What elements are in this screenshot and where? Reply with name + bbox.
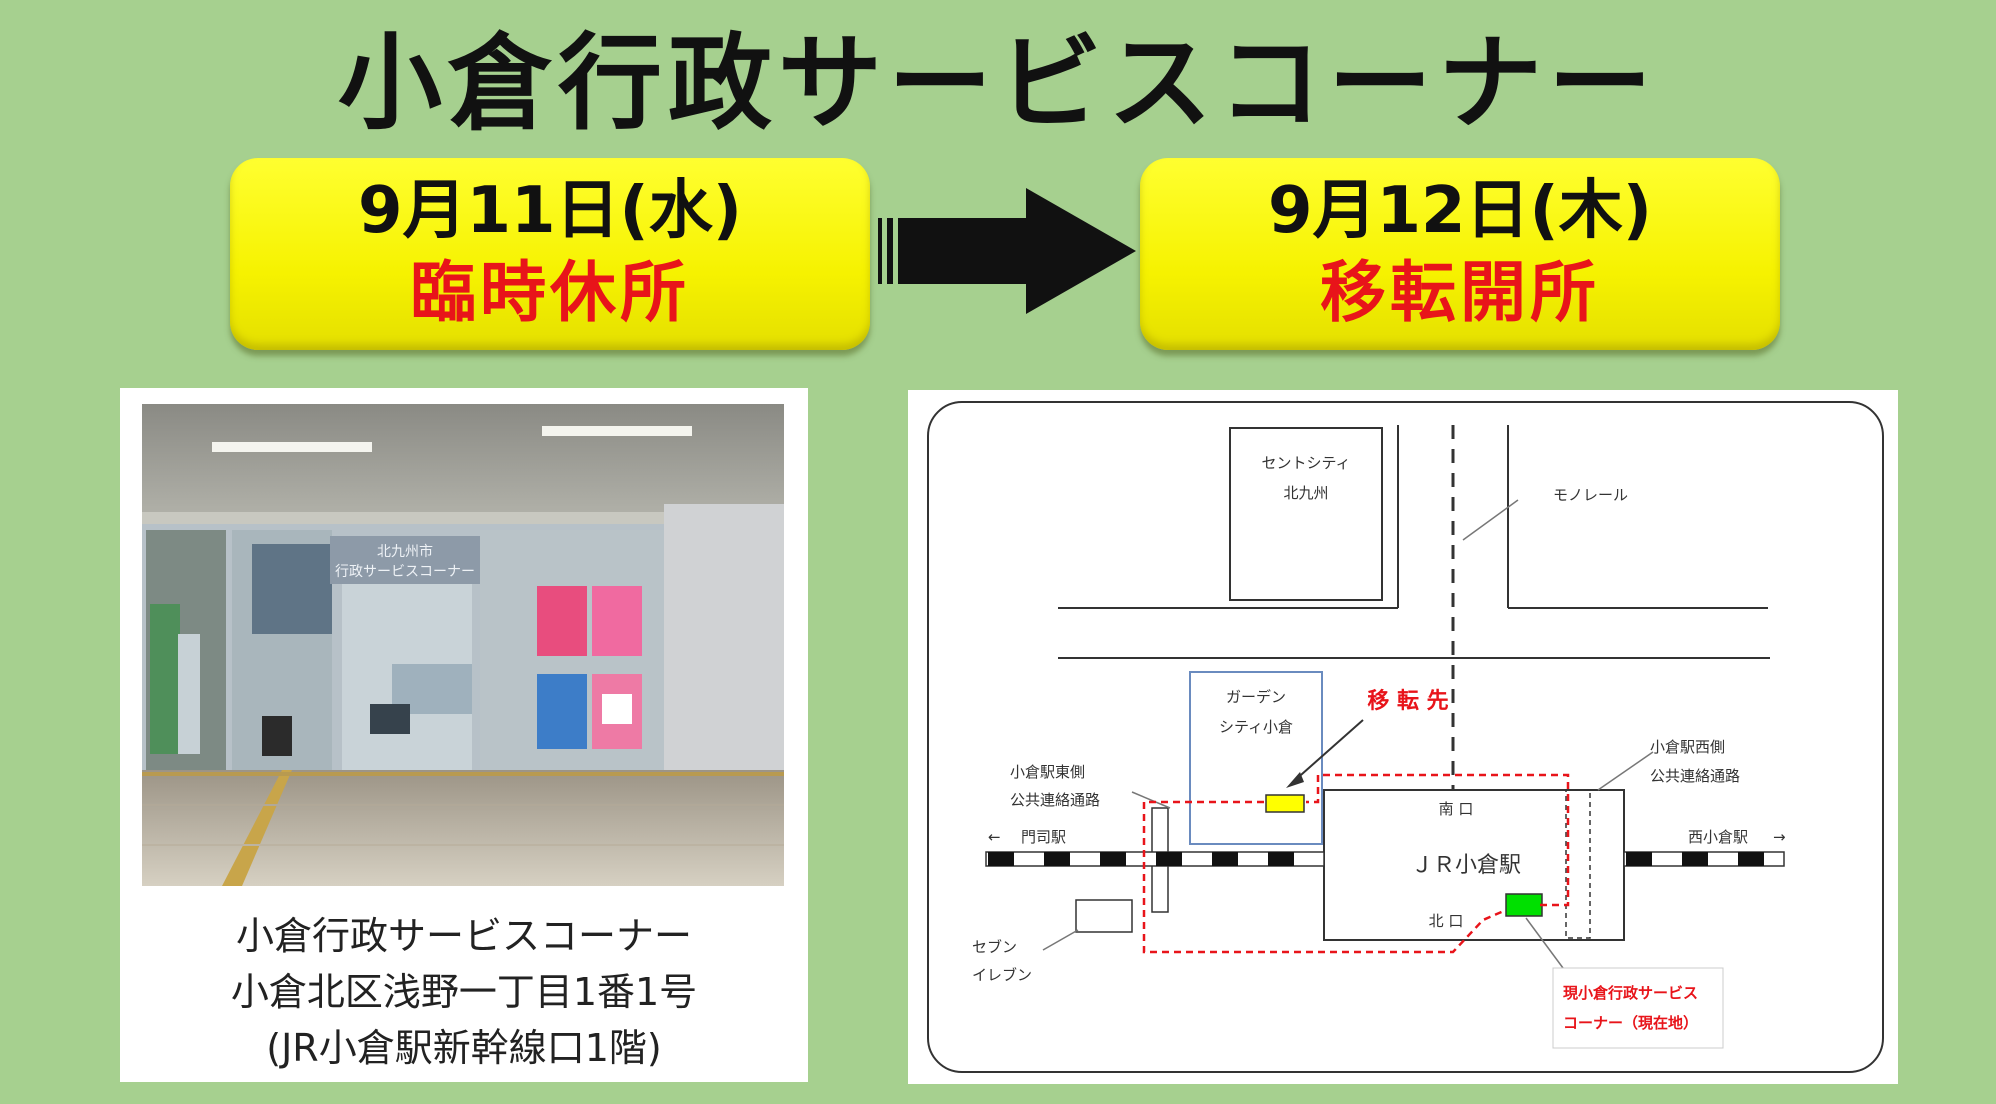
west-direction-icon: ←	[988, 828, 1001, 846]
office-sign-line1: 北九州市	[377, 543, 433, 560]
map-label-public-passage-east: 公共連絡通路	[1010, 791, 1100, 809]
office-sign-line2: 行政サービスコーナー	[335, 564, 475, 580]
map-label-east-passage: 小倉駅東側	[1010, 763, 1085, 781]
map-label-monorail: モノレール	[1553, 486, 1628, 504]
map-label-station: ＪＲ小倉駅	[1411, 853, 1521, 878]
office-photo: 北九州市 行政サービスコーナー	[142, 404, 784, 886]
map-label-current-office: 現小倉行政サービス	[1563, 984, 1698, 1002]
map-label-public-passage-west: 公共連絡通路	[1650, 767, 1740, 785]
map-label-cent-city: セントシティ	[1261, 454, 1350, 472]
closure-date: 9月11日(水)	[357, 174, 743, 248]
opening-date-box: 9月12日(木) 移転開所	[1140, 158, 1780, 350]
photo-panel: 北九州市 行政サービスコーナー 小倉行政サービスコーナー 小倉北区浅野一丁目1番…	[120, 388, 808, 1082]
closure-status: 臨時休所	[410, 254, 690, 331]
current-location-marker	[1505, 893, 1543, 917]
office-caption: 小倉行政サービスコーナー 小倉北区浅野一丁目1番1号 (JR小倉駅新幹線口1階)	[120, 908, 808, 1076]
map-label-seven: セブン	[972, 938, 1017, 956]
map-label-west-passage: 小倉駅西側	[1650, 738, 1725, 756]
right-arrow-icon	[878, 188, 1136, 314]
opening-date: 9月12日(木)	[1267, 174, 1653, 248]
map-label-relocation: 移 転 先	[1367, 688, 1448, 714]
location-map: セントシティ 北九州 モノレール ガーデン シティ小倉 移 転 先 南 口 ＪＲ…	[927, 401, 1884, 1073]
caption-line: 小倉行政サービスコーナー	[235, 914, 692, 958]
map-panel: セントシティ 北九州 モノレール ガーデン シティ小倉 移 転 先 南 口 ＪＲ…	[908, 390, 1898, 1084]
map-label-kitakyushu: 北九州	[1283, 484, 1328, 502]
page-title: 小倉行政サービスコーナー	[337, 22, 1658, 144]
caption-line: (JR小倉駅新幹線口1階)	[266, 1026, 662, 1070]
map-label-south-exit: 南 口	[1439, 800, 1474, 818]
map-label-current-location: コーナー（現在地）	[1563, 1014, 1698, 1032]
east-direction-icon: →	[1773, 828, 1786, 846]
map-label-north-exit: 北 口	[1429, 912, 1464, 930]
map-label-nishikokura: 西小倉駅	[1688, 828, 1748, 846]
opening-status: 移転開所	[1320, 254, 1600, 331]
closure-date-box: 9月11日(水) 臨時休所	[230, 158, 870, 350]
map-label-garden: ガーデン	[1226, 688, 1286, 706]
caption-line: 小倉北区浅野一丁目1番1号	[230, 970, 698, 1014]
map-label-mojiko: 門司駅	[1021, 828, 1066, 846]
map-label-garden-city: シティ小倉	[1219, 718, 1293, 736]
map-label-eleven: イレブン	[972, 966, 1032, 984]
new-location-marker	[1265, 794, 1305, 813]
